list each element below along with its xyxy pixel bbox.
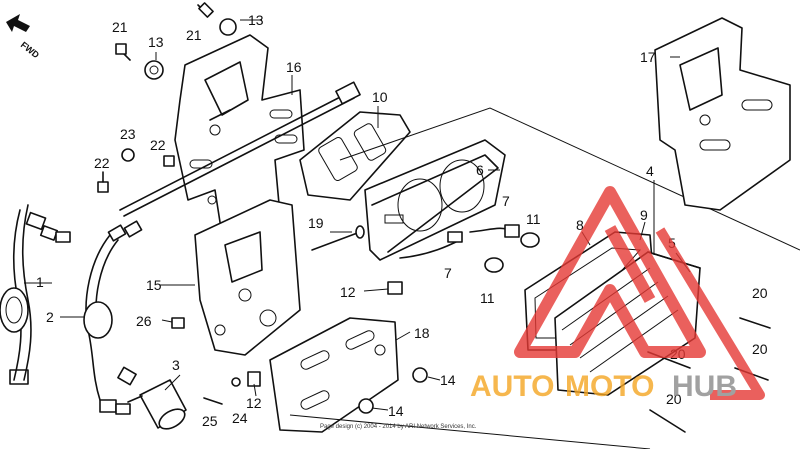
watermark-auto: AUTO	[470, 370, 554, 403]
callout-13b: 13	[148, 34, 164, 50]
copyright-text: Page design (c) 2004 - 2014 by ARI Netwo…	[320, 424, 477, 430]
callout-7a: 7	[502, 193, 510, 209]
callout-22a: 22	[94, 155, 110, 171]
callout-4: 4	[646, 163, 654, 179]
callout-15: 15	[146, 277, 162, 293]
part-16-bracket	[119, 34, 361, 236]
part-3-boot	[127, 379, 187, 430]
callout-2: 2	[46, 309, 54, 325]
callout-9: 9	[640, 207, 648, 223]
callout-13a: 13	[248, 12, 264, 28]
watermark-moto: MOTO	[565, 370, 654, 403]
part-6-meter-housing	[364, 139, 506, 261]
part-7-11-bulbs	[399, 224, 540, 273]
callout-23: 23	[120, 126, 136, 142]
callout-7b: 7	[444, 265, 452, 281]
callout-14a: 14	[440, 372, 456, 388]
callout-11b: 11	[480, 290, 495, 306]
part-18-bracket	[269, 317, 399, 433]
callout-19: 19	[308, 215, 324, 231]
part-17-cover	[654, 17, 791, 211]
watermark-hub: HUB	[672, 370, 737, 403]
callout-16: 16	[286, 59, 302, 75]
part-13-grommets	[144, 18, 237, 80]
callout-20d: 20	[666, 391, 682, 407]
part-22-23-fasteners	[97, 148, 175, 193]
callout-20a: 20	[752, 285, 768, 301]
callout-18: 18	[414, 325, 430, 341]
callout-14b: 14	[388, 403, 404, 419]
callout-26: 26	[136, 313, 152, 329]
callout-21a: 21	[112, 19, 128, 35]
callout-1: 1	[36, 274, 44, 290]
part-15-bracket	[194, 199, 301, 356]
callout-labels: 1 2 3 4 5 6 7 7 8 9 10 11 11 12 12 13 13…	[36, 12, 768, 429]
part-2-harness	[83, 220, 143, 415]
callout-12a: 12	[340, 284, 356, 300]
watermark-triangle-icon	[514, 186, 706, 358]
callout-8: 8	[576, 217, 584, 233]
part-10-gasket	[299, 111, 411, 201]
misc-fasteners	[171, 225, 428, 414]
callout-11a: 11	[526, 211, 541, 227]
callout-12b: 12	[246, 395, 262, 411]
part-1-harness	[0, 204, 71, 385]
callout-25: 25	[202, 413, 218, 429]
watermark-logo: AUTO MOTO HUB	[470, 186, 765, 403]
callout-17: 17	[640, 49, 656, 65]
callout-6: 6	[476, 162, 484, 178]
fwd-arrow-icon: FWD	[6, 14, 41, 61]
callout-22b: 22	[150, 137, 166, 153]
callout-24: 24	[232, 410, 248, 426]
callout-20b: 20	[752, 341, 768, 357]
part-21-bolts	[115, 2, 214, 61]
callout-21b: 21	[186, 27, 202, 43]
fwd-label: FWD	[19, 40, 42, 61]
callout-10: 10	[372, 89, 388, 105]
callout-3: 3	[172, 357, 180, 373]
